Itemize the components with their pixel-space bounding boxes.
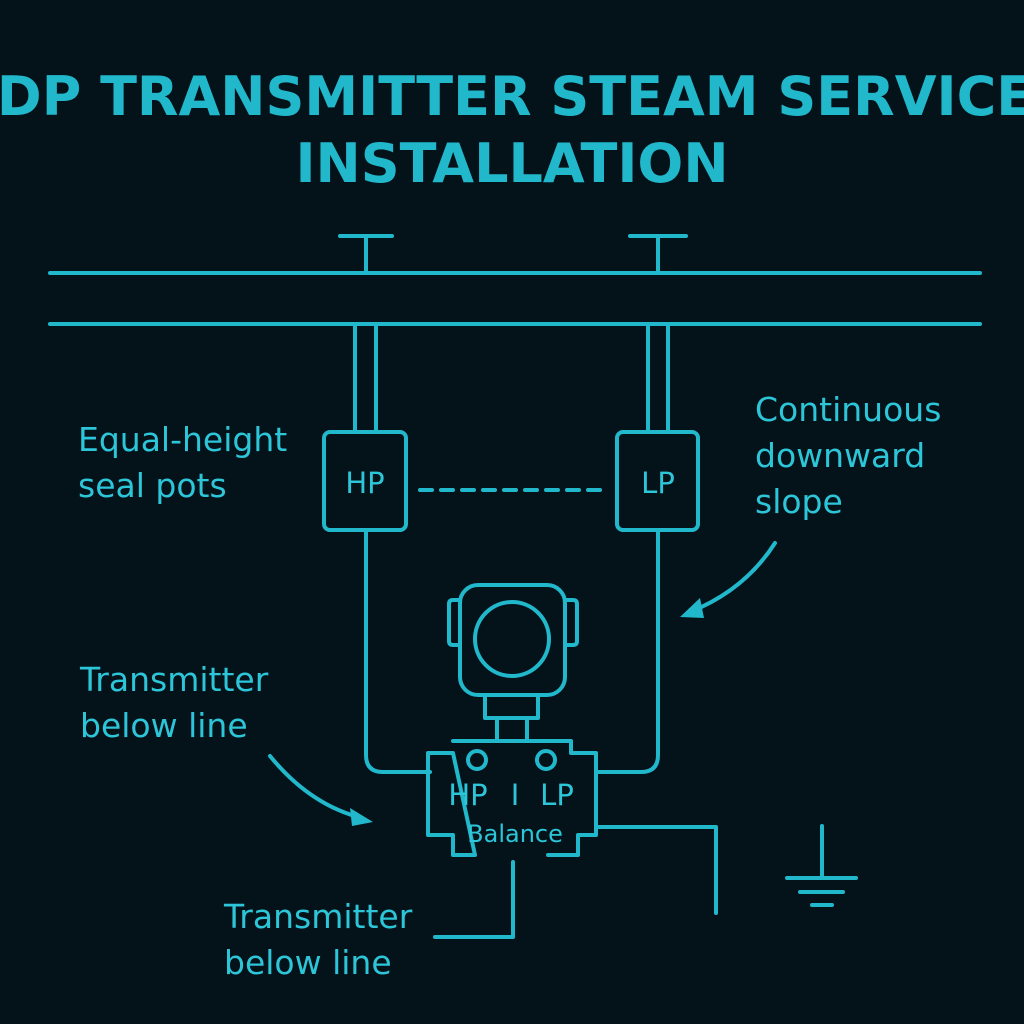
hp-impulse-line xyxy=(364,528,432,774)
transmitter-arrow-icon xyxy=(268,754,373,826)
transmitter-display xyxy=(473,600,551,678)
label-line: Equal-height xyxy=(78,420,287,459)
manifold-lp-label: LP xyxy=(540,778,574,812)
hp-valve-icon xyxy=(466,749,488,771)
ground-icon xyxy=(785,824,858,907)
label-line: slope xyxy=(755,482,843,521)
transmitter-head xyxy=(447,583,579,742)
steam-line-bottom xyxy=(48,322,982,434)
hp-pot-label: HP xyxy=(345,466,384,500)
manifold-balance-label: Balance xyxy=(467,820,563,848)
drain-line xyxy=(596,825,718,915)
label-line: seal pots xyxy=(78,466,227,505)
label-line: below line xyxy=(80,706,248,745)
signal-line xyxy=(433,860,515,939)
lp-impulse-line xyxy=(595,528,660,774)
manifold: HP I LP Balance xyxy=(426,739,598,857)
lp-seal-pot: LP xyxy=(615,430,700,532)
lp-pot-label: LP xyxy=(641,466,675,500)
steam-line-top xyxy=(48,234,982,275)
seal-pots-label: Equal-height seal pots xyxy=(78,420,287,505)
lp-valve-icon xyxy=(535,749,557,771)
manifold-divider: I xyxy=(511,778,520,812)
label-line: Transmitter xyxy=(223,897,413,936)
title-line-2: INSTALLATION xyxy=(295,132,728,195)
slope-arrow-icon xyxy=(680,541,777,618)
manifold-hp-label: HP xyxy=(448,778,487,812)
transmitter-bottom-label: Transmitter below line xyxy=(223,897,413,982)
label-line: below line xyxy=(224,943,392,982)
slope-label: Continuous downward slope xyxy=(755,390,941,521)
title-line-1: DP TRANSMITTER STEAM SERVICE xyxy=(0,65,1024,128)
label-line: Continuous xyxy=(755,390,941,429)
label-line: Transmitter xyxy=(79,660,269,699)
transmitter-left-label: Transmitter below line xyxy=(79,660,269,745)
hp-seal-pot: HP xyxy=(322,430,408,532)
label-line: downward xyxy=(755,436,925,475)
